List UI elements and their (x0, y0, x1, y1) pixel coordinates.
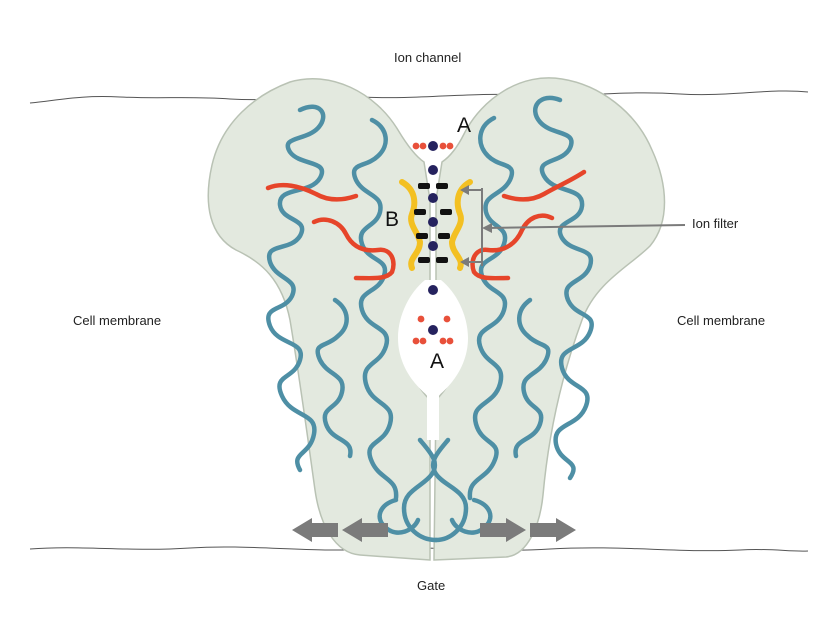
gate-helix-a (401, 437, 439, 543)
gate-helix-b (430, 437, 469, 543)
filter-bar (416, 233, 428, 239)
water-molecule (412, 142, 420, 150)
water-molecule (417, 315, 425, 323)
water-molecule (446, 142, 454, 150)
marker-b: B (385, 208, 400, 231)
selectivity-filter (399, 179, 473, 271)
ion (428, 193, 438, 203)
helix-right-inner (467, 115, 515, 501)
pointer-arrow-icon (482, 223, 492, 233)
membrane-top-line (29, 90, 809, 104)
filter-pointer-line (485, 224, 686, 229)
helix-right-pore (513, 297, 551, 459)
ion (428, 217, 438, 227)
water-molecule (412, 337, 420, 345)
block-arrow-icon (342, 518, 388, 542)
water-molecule (443, 315, 451, 323)
gate-label: Gate (417, 578, 446, 593)
filter-bar (440, 209, 452, 215)
marker-a-top: A (457, 114, 472, 137)
filter-yellow-right (448, 179, 473, 271)
block-arrow-icon (292, 518, 338, 542)
helix-left-highlight-outer (265, 182, 359, 202)
block-arrow-icon (480, 518, 526, 542)
pointer-arrow-icon (460, 257, 469, 267)
gate-arrows (292, 518, 576, 542)
helix-right-highlight-pore (470, 213, 555, 281)
water-molecule (419, 142, 427, 150)
helix-left-inner (351, 117, 399, 501)
marker-a-bottom: A (430, 350, 445, 373)
pointer-arrow-icon (460, 185, 469, 195)
filter-oxygen-bars (414, 183, 452, 263)
helix-left-outer (266, 104, 326, 473)
filter-bar (436, 257, 448, 263)
water-molecule (446, 337, 454, 345)
ion (428, 165, 438, 175)
water-molecule (439, 142, 447, 150)
cell-membrane-right-label: Cell membrane (677, 313, 766, 328)
helix-right-highlight-outer (501, 169, 587, 202)
filter-bar (436, 183, 448, 189)
ion-filter-label: Ion filter (692, 216, 739, 231)
filter-yellow-left (399, 179, 424, 271)
block-arrow-icon (530, 518, 576, 542)
helix-right-outer (533, 95, 594, 481)
helices-left (265, 104, 399, 501)
helices-right (467, 95, 594, 501)
helix-left-highlight-pore (311, 217, 396, 281)
pore-cavity (398, 280, 468, 440)
filter-bar (438, 233, 450, 239)
water-molecule (439, 337, 447, 345)
ion-filter-indicator (460, 185, 686, 267)
ion (428, 285, 438, 295)
filter-bar (418, 183, 430, 189)
ion-particles (412, 141, 454, 345)
ion (428, 141, 438, 151)
filter-bar (418, 257, 430, 263)
water-molecule (419, 337, 427, 345)
ion (428, 325, 438, 335)
filter-bar (414, 209, 426, 215)
cell-membrane-left-label: Cell membrane (73, 313, 162, 328)
helix-left-pore (315, 297, 353, 459)
ion (428, 241, 438, 251)
protein-lobe-right (433, 77, 666, 561)
title-label: Ion channel (394, 50, 462, 65)
